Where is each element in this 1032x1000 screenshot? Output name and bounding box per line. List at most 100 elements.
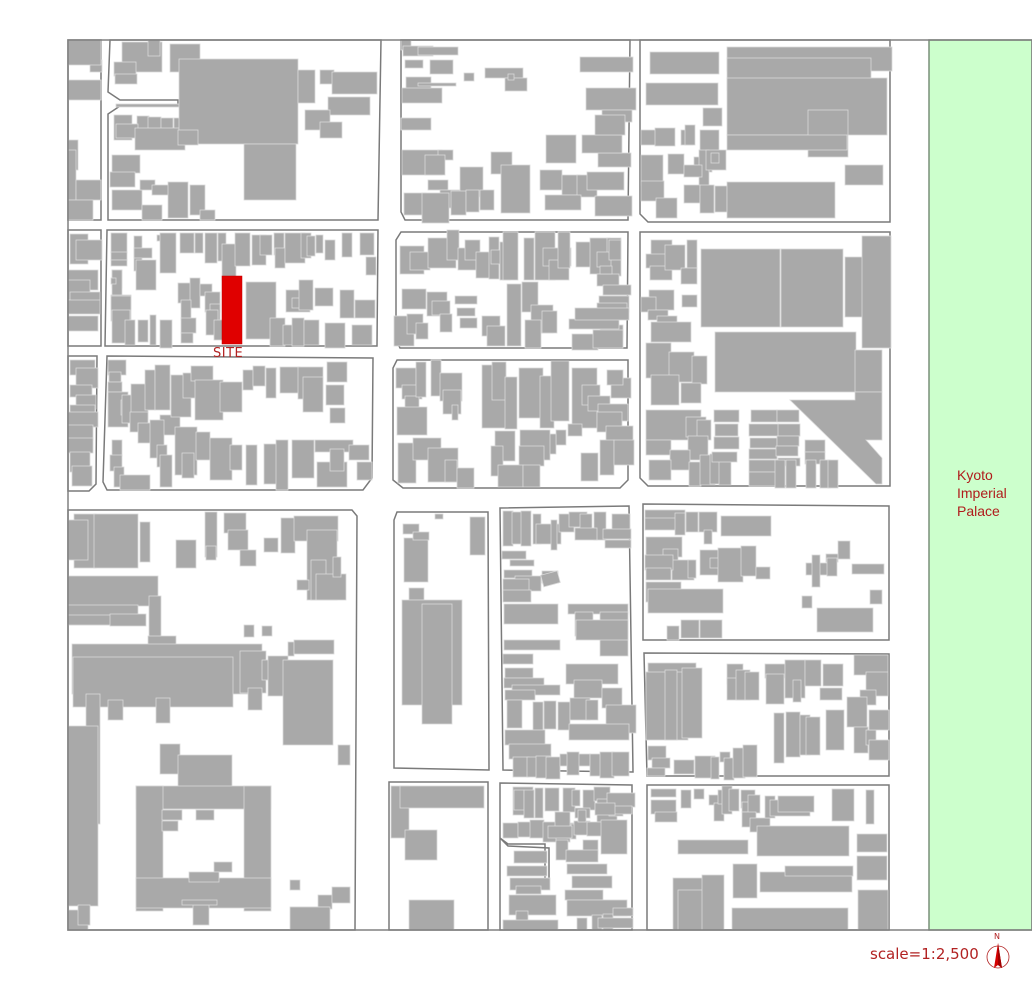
building xyxy=(417,46,459,56)
building xyxy=(646,767,666,777)
building xyxy=(199,209,216,221)
building xyxy=(107,699,124,721)
building xyxy=(429,59,454,75)
building xyxy=(750,409,778,423)
building xyxy=(415,322,429,340)
building xyxy=(740,545,757,577)
building xyxy=(319,121,343,139)
building xyxy=(508,894,557,916)
building xyxy=(513,850,548,864)
building xyxy=(857,889,889,931)
building xyxy=(180,299,192,321)
building xyxy=(816,607,874,633)
building xyxy=(282,659,334,746)
building xyxy=(204,232,218,264)
building xyxy=(611,751,630,777)
building xyxy=(502,589,532,603)
building xyxy=(401,87,443,104)
building xyxy=(463,72,475,82)
building xyxy=(324,322,346,349)
building xyxy=(408,587,425,601)
building xyxy=(421,192,450,224)
building xyxy=(726,134,848,151)
building xyxy=(732,863,758,899)
building xyxy=(332,556,342,578)
building xyxy=(450,190,467,216)
building xyxy=(645,439,672,456)
building xyxy=(680,619,700,639)
building xyxy=(167,181,189,219)
building xyxy=(645,82,719,106)
building xyxy=(585,87,637,111)
building xyxy=(513,789,525,811)
building xyxy=(263,443,278,485)
building xyxy=(408,899,455,931)
building xyxy=(275,439,289,491)
building xyxy=(699,184,715,214)
building xyxy=(195,809,215,821)
building xyxy=(585,699,599,721)
building xyxy=(567,603,629,615)
building xyxy=(229,444,243,471)
building xyxy=(227,529,249,551)
building xyxy=(586,171,625,191)
building xyxy=(854,349,883,393)
building xyxy=(805,716,821,756)
building xyxy=(785,459,797,489)
building xyxy=(681,294,698,308)
building xyxy=(424,154,446,176)
building xyxy=(444,459,458,483)
building xyxy=(139,521,151,563)
building xyxy=(515,885,542,895)
building xyxy=(259,234,273,256)
buildings xyxy=(67,39,893,931)
building xyxy=(75,179,102,201)
building xyxy=(119,474,151,491)
building xyxy=(831,788,855,822)
building xyxy=(711,451,738,463)
palace-label-line: Kyoto xyxy=(957,467,993,483)
building xyxy=(497,464,524,488)
building xyxy=(177,754,233,791)
building xyxy=(804,439,826,453)
building xyxy=(776,435,800,447)
building xyxy=(427,179,449,191)
building xyxy=(726,181,836,219)
building xyxy=(605,425,634,442)
building xyxy=(108,371,122,383)
building xyxy=(868,709,890,731)
building xyxy=(506,283,522,347)
building xyxy=(755,566,771,580)
building xyxy=(149,314,157,346)
building xyxy=(599,265,613,275)
building xyxy=(67,725,99,907)
scale-label: scale=1:2,500 xyxy=(870,945,979,963)
building xyxy=(327,96,371,116)
building xyxy=(680,789,692,809)
building xyxy=(341,232,353,258)
building xyxy=(693,788,705,800)
building xyxy=(111,154,141,174)
building xyxy=(111,439,123,457)
building xyxy=(296,579,310,591)
building xyxy=(509,559,535,567)
building xyxy=(402,523,420,535)
building xyxy=(135,259,157,291)
building xyxy=(550,519,558,551)
building xyxy=(856,855,888,881)
building xyxy=(506,699,523,729)
building xyxy=(213,861,233,873)
palace-label-line: Imperial xyxy=(957,485,1007,501)
building xyxy=(744,671,760,701)
building xyxy=(869,589,883,605)
building xyxy=(415,361,427,398)
building xyxy=(67,149,77,201)
building xyxy=(178,58,299,145)
building xyxy=(579,56,634,73)
building xyxy=(247,687,263,711)
building xyxy=(777,795,815,813)
building xyxy=(399,785,485,809)
building xyxy=(748,471,778,487)
building xyxy=(456,307,476,317)
building xyxy=(289,879,301,891)
